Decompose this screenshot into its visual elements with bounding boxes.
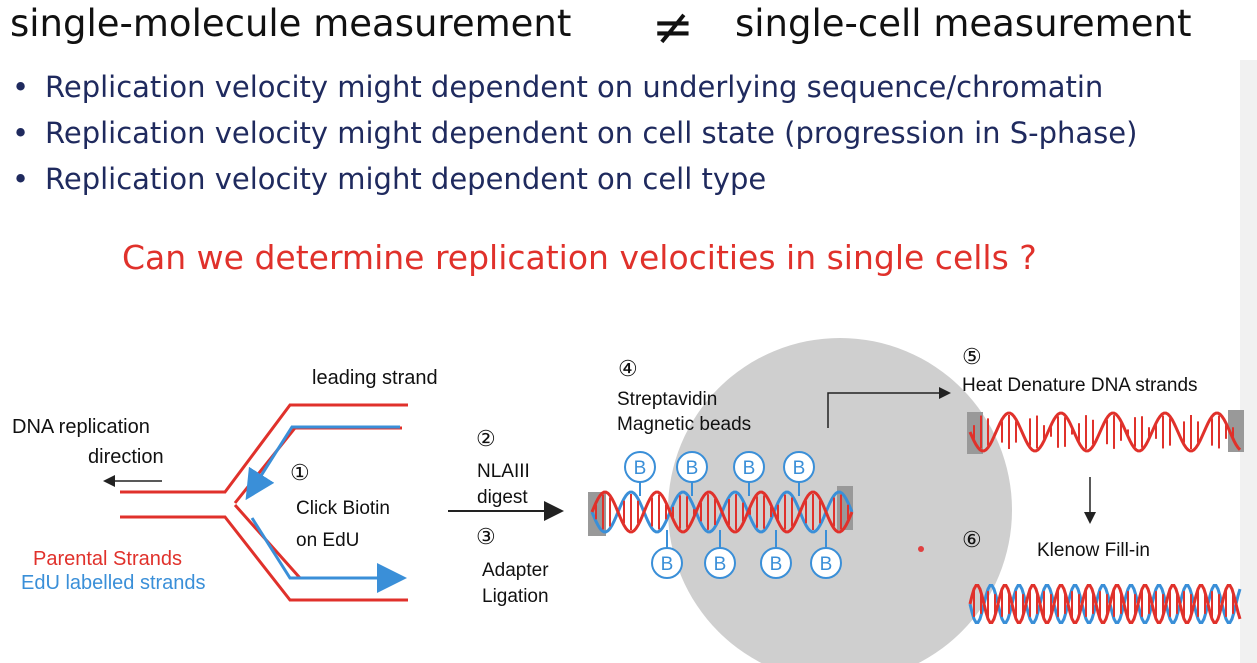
biotin-label: B bbox=[686, 458, 699, 479]
title-left: single-molecule measurement bbox=[10, 2, 572, 45]
bullet-list: • Replication velocity might dependent on… bbox=[12, 70, 1137, 208]
step3-line2: Ligation bbox=[482, 586, 549, 607]
step5-number: ⑤ bbox=[962, 344, 982, 369]
bullet-dot: • bbox=[12, 70, 30, 104]
step2-line2: digest bbox=[477, 487, 528, 508]
biotin-bubble bbox=[704, 547, 736, 579]
dna-replication-label: DNA replication bbox=[12, 416, 150, 438]
edu-strand-lagging bbox=[245, 425, 400, 501]
helix-strand bbox=[968, 411, 1242, 453]
adapter-right bbox=[1228, 410, 1244, 452]
leading-strand-label: leading strand bbox=[312, 367, 438, 389]
biotin-bubble bbox=[783, 451, 815, 483]
bullet-item: • Replication velocity might dependent on… bbox=[12, 116, 1137, 162]
biotin-bubble bbox=[651, 547, 683, 579]
edu-strand-leading bbox=[250, 517, 407, 593]
biotin-bubble bbox=[624, 451, 656, 483]
research-question: Can we determine replication velocities … bbox=[122, 238, 1037, 277]
single-strand-dna bbox=[967, 410, 1244, 454]
step1-line1: Click Biotin bbox=[296, 498, 390, 519]
not-equal-symbol: ≠ bbox=[652, 0, 694, 56]
parental-strands-label: Parental Strands bbox=[33, 548, 182, 570]
replication-fork bbox=[103, 403, 408, 602]
direction-label: direction bbox=[88, 446, 164, 468]
step4-number: ④ bbox=[618, 356, 638, 381]
bullet-text: Replication velocity might dependent on … bbox=[45, 116, 1138, 150]
bead-to-denature-arrow bbox=[827, 387, 951, 428]
step4-line2: Magnetic beads bbox=[617, 414, 752, 435]
step6-line1: Klenow Fill-in bbox=[1037, 540, 1150, 561]
bullet-dot: • bbox=[12, 162, 30, 196]
bullet-item: • Replication velocity might dependent on… bbox=[12, 162, 1137, 208]
bullet-dot: • bbox=[12, 116, 30, 150]
helix-strand bbox=[968, 584, 1242, 624]
edu-labelled-label: EdU labelled strands bbox=[21, 572, 206, 594]
step1-number: ① bbox=[290, 460, 310, 485]
dna-helix-with-biotin bbox=[588, 486, 854, 536]
biotin-label: B bbox=[770, 554, 783, 575]
step5-line1: Heat Denature DNA strands bbox=[962, 375, 1198, 396]
step1-line2: on EdU bbox=[296, 530, 360, 551]
slide-edge-shadow bbox=[1240, 60, 1257, 663]
bullet-text: Replication velocity might dependent on … bbox=[45, 162, 767, 196]
title-right: single-cell measurement bbox=[735, 2, 1192, 45]
biotin-group: B B B B B B B B bbox=[624, 451, 842, 579]
biotin-label: B bbox=[743, 458, 756, 479]
step6-number: ⑥ bbox=[962, 527, 982, 552]
slide-title: single-molecule measurement ≠ single-cel… bbox=[10, 0, 1250, 56]
biotin-label: B bbox=[634, 458, 647, 479]
biotin-label: B bbox=[714, 554, 727, 575]
parental-strand-top bbox=[120, 403, 408, 494]
biotin-bubble bbox=[676, 451, 708, 483]
bullet-item: • Replication velocity might dependent on… bbox=[12, 70, 1137, 116]
bullet-text: Replication velocity might dependent on … bbox=[45, 70, 1104, 104]
biotin-bubble bbox=[760, 547, 792, 579]
step2-number: ② bbox=[476, 426, 496, 451]
biotin-bubble bbox=[810, 547, 842, 579]
helix-strand bbox=[590, 490, 854, 534]
parental-strand-bottom bbox=[120, 515, 408, 602]
step4-line1: Streptavidin bbox=[617, 389, 718, 410]
biotin-label: B bbox=[793, 458, 806, 479]
biotin-label: B bbox=[820, 554, 833, 575]
biotin-label: B bbox=[661, 554, 674, 575]
parental-strand-inner-top bbox=[233, 426, 402, 504]
step3-number: ③ bbox=[476, 524, 496, 549]
step2-line1: NLAIII bbox=[477, 461, 530, 482]
double-strand-dna bbox=[968, 584, 1242, 624]
biotin-bubble bbox=[733, 451, 765, 483]
step3-line1: Adapter bbox=[482, 560, 549, 581]
laser-pointer-dot bbox=[918, 546, 924, 552]
